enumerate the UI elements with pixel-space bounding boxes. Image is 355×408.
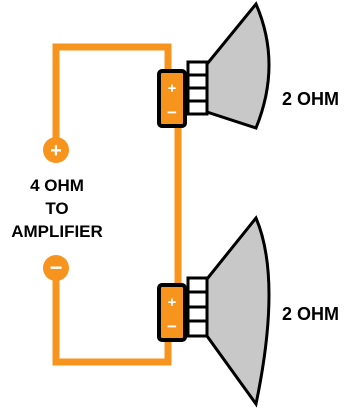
negative-wire: [52, 270, 172, 366]
negative-terminal-sign: −: [50, 255, 63, 280]
terminal-block: [157, 69, 187, 128]
magnet-fins: [188, 290, 207, 323]
speaker-bottom: + − 2 OHM: [157, 215, 339, 408]
terminal-plus-sign: +: [168, 80, 177, 97]
terminal-minus-sign: −: [167, 103, 177, 122]
amplifier-label-line3: AMPLIFIER: [11, 222, 103, 241]
speaker-impedance-label: 2 OHM: [282, 89, 339, 109]
amplifier-label-line1: 4 OHM: [30, 176, 84, 195]
positive-wire: [52, 43, 172, 148]
terminal-minus-sign: −: [167, 317, 177, 336]
amplifier-label: 4 OHM TO AMPLIFIER: [11, 176, 103, 241]
speaker-top: + − 2 OHM: [157, 1, 339, 130]
amplifier-positive-terminal: +: [43, 137, 69, 163]
terminal-block: [157, 283, 187, 342]
speaker-cone: [205, 1, 271, 130]
terminal-plus-sign: +: [168, 294, 177, 311]
amplifier-negative-terminal: −: [43, 255, 69, 281]
speaker-cone: [205, 215, 271, 408]
wires: [52, 43, 182, 366]
positive-terminal-sign: +: [50, 140, 62, 162]
amplifier-label-line2: TO: [45, 199, 68, 218]
magnet-fins: [188, 73, 207, 103]
speaker-impedance-label: 2 OHM: [282, 304, 339, 324]
